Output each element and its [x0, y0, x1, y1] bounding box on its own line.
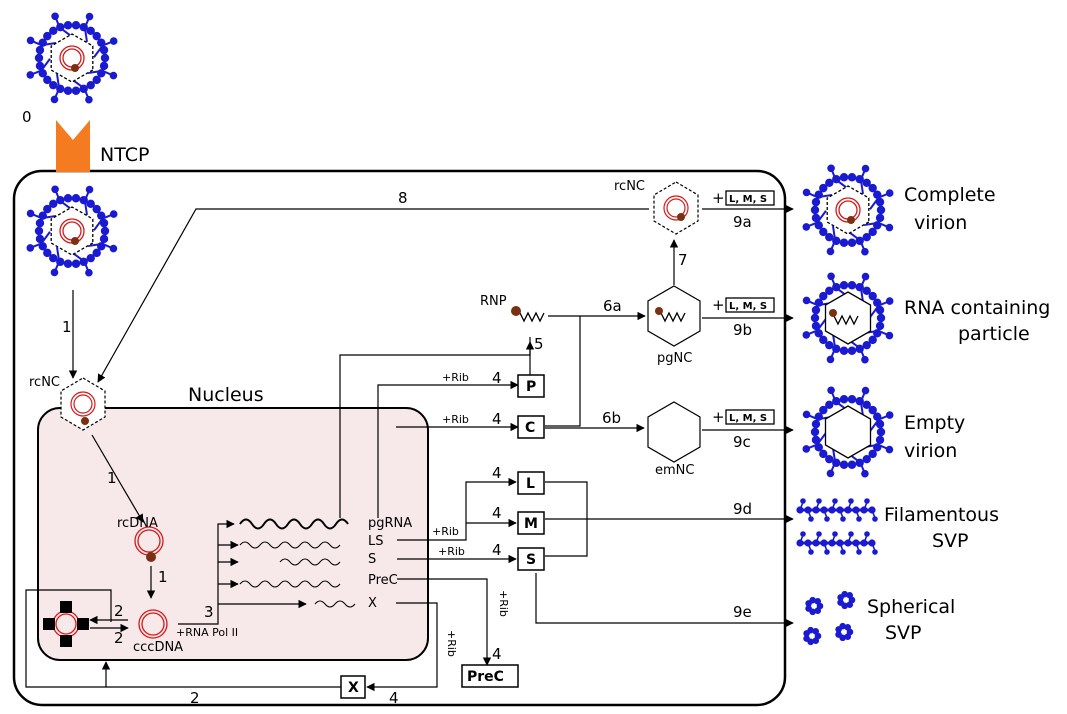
virion-complete-output	[802, 164, 894, 256]
box-c: C	[525, 420, 535, 436]
step-9c: 9c	[733, 433, 751, 451]
output-sph-1: Spherical	[867, 596, 955, 618]
step-9e: 9e	[733, 603, 752, 621]
virion-rna-output	[802, 272, 894, 364]
rnp-complex	[511, 306, 545, 323]
mrna-transcripts	[239, 518, 356, 608]
lms-box-a: L, M, S	[729, 194, 767, 205]
step-2-lower: 2	[114, 629, 124, 647]
step-2-upper: 2	[114, 602, 124, 620]
label-rib-ls: +Rib	[432, 525, 459, 538]
virion-empty-output	[802, 386, 894, 478]
virion-extracellular	[26, 12, 118, 104]
step-4-prec: 4	[492, 645, 502, 663]
label-cccdna: cccDNA	[133, 640, 183, 655]
rcnc-left	[60, 377, 106, 431]
spherical-svp-3	[803, 626, 822, 646]
label-ls: LS	[368, 534, 384, 549]
virion-attached	[26, 185, 118, 277]
label-step-0: 0	[22, 108, 32, 126]
output-empty-1: Empty	[904, 412, 965, 434]
plus-a: +	[712, 189, 725, 207]
virion-group	[26, 12, 894, 646]
step-9a: 9a	[733, 213, 752, 231]
emnc-capsid	[647, 401, 701, 463]
step-2-bottom: 2	[190, 689, 200, 707]
box-prec: PreC	[467, 669, 504, 685]
step-4-p: 4	[492, 369, 502, 387]
output-fil-1: Filamentous	[884, 504, 999, 526]
step-3: 3	[204, 603, 214, 621]
step-4-m: 4	[492, 504, 502, 522]
step-7: 7	[678, 251, 688, 269]
output-fil-2: SVP	[932, 530, 969, 552]
label-nucleus: Nucleus	[188, 384, 264, 406]
output-rna-2: particle	[958, 323, 1030, 345]
lms-box-c: L, M, S	[729, 413, 767, 424]
plus-c: +	[712, 408, 725, 426]
ntcp-receptor	[56, 120, 90, 172]
box-s: S	[526, 552, 536, 568]
label-rcnc-left: rcNC	[29, 375, 60, 390]
cccdna-circle	[138, 609, 168, 639]
output-complete-1: Complete	[904, 184, 996, 206]
cell-membrane	[12, 169, 787, 707]
step-6b: 6b	[602, 409, 621, 427]
box-m: M	[524, 516, 538, 532]
filamentous-svp-2	[796, 531, 878, 555]
output-complete-2: virion	[914, 212, 967, 234]
step-4-x: 4	[389, 689, 399, 707]
label-rib-c: +Rib	[442, 413, 469, 426]
rcnc-top	[653, 181, 699, 235]
lms-box-b: L, M, S	[729, 301, 767, 312]
label-rcdna: rcDNA	[117, 516, 158, 531]
connection-lines	[25, 204, 794, 692]
label-rib-p: +Rib	[442, 371, 469, 384]
output-empty-2: virion	[904, 440, 957, 462]
label-prec-rna: PreC	[368, 573, 398, 588]
step-1-uncoat: 1	[107, 469, 117, 487]
output-sph-2: SVP	[885, 622, 922, 644]
step-4-l: 4	[492, 464, 502, 482]
spherical-svp-1	[805, 596, 824, 616]
label-rcnc-top: rcNC	[614, 179, 645, 194]
step-9d: 9d	[733, 500, 752, 518]
output-rna-1: RNA containing	[904, 297, 1050, 319]
step-5: 5	[534, 335, 544, 353]
protein-boxes	[340, 190, 775, 699]
step-1-entry: 1	[62, 318, 72, 336]
nucleus	[37, 407, 429, 661]
chromatin-minichromosome	[43, 601, 89, 647]
step-4-c: 4	[492, 410, 502, 428]
step-9b: 9b	[733, 321, 752, 339]
label-rib-x: +Rib	[445, 630, 458, 657]
pgnc-capsid	[647, 285, 701, 347]
box-l: L	[526, 476, 535, 492]
label-ntcp: NTCP	[100, 144, 149, 166]
filamentous-svp-1	[796, 498, 878, 522]
label-pgrna: pgRNA	[368, 516, 412, 531]
label-rnp: RNP	[480, 294, 507, 309]
label-x-rna: X	[368, 596, 377, 611]
label-rib-s: +Rib	[438, 545, 465, 558]
plus-b: +	[712, 296, 725, 314]
spherical-svp-2	[837, 590, 856, 610]
label-rna-pol: +RNA Pol II	[176, 626, 238, 639]
label-rib-prec: +Rib	[497, 590, 510, 617]
box-p: P	[526, 379, 536, 395]
step-8: 8	[398, 189, 408, 207]
step-1-repair: 1	[158, 568, 168, 586]
label-s-rna: S	[368, 552, 376, 567]
step-4-s: 4	[492, 541, 502, 559]
step-6a: 6a	[603, 297, 622, 315]
rcdna-circle	[134, 526, 164, 562]
label-emnc: emNC	[655, 463, 694, 478]
label-pgnc: pgNC	[657, 351, 692, 366]
spherical-svp-4	[835, 622, 854, 642]
box-x: X	[348, 680, 359, 696]
